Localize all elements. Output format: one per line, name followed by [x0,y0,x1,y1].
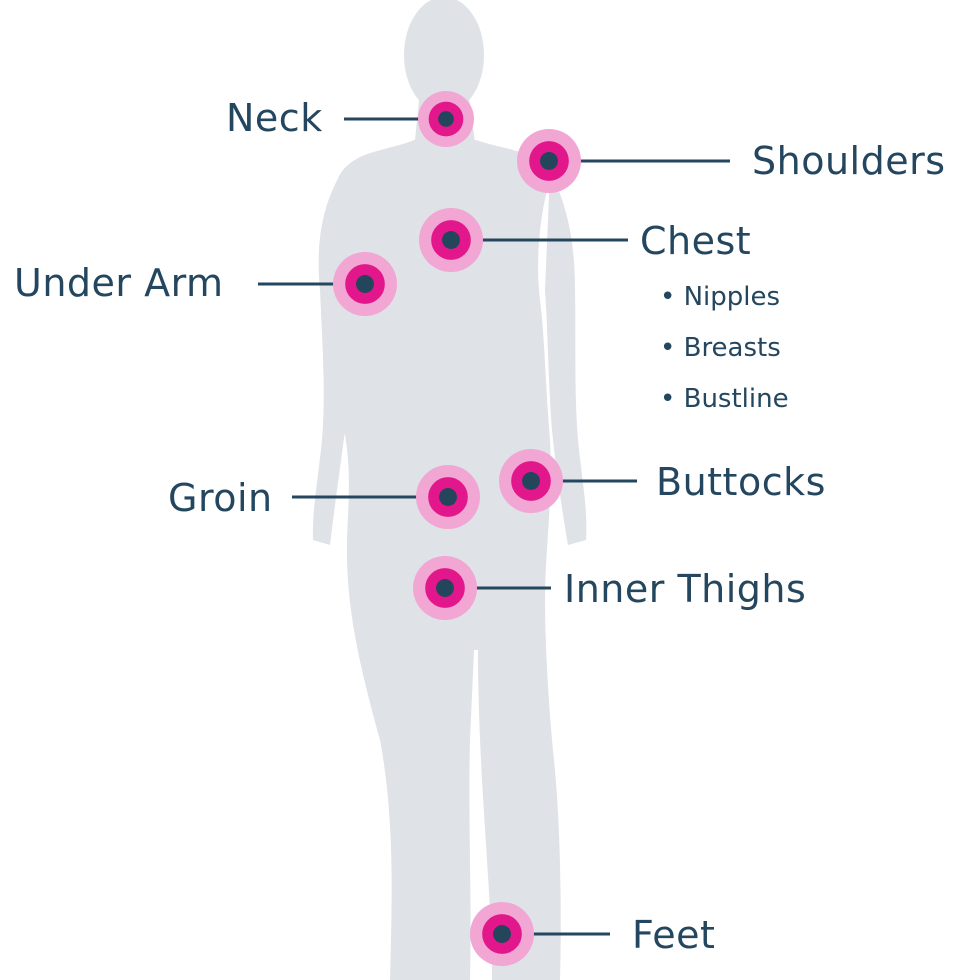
marker-chest-ring-2 [442,231,460,249]
marker-neck-ring-2 [438,111,454,127]
marker-shoulders [517,129,581,193]
label-shoulders: Shoulders [752,139,946,183]
chest-item-breasts: • Breasts [660,333,781,363]
label-groin: Groin [168,476,273,520]
marker-inner-thighs [413,556,477,620]
marker-shoulders-ring-2 [540,152,558,170]
label-chest: Chest [640,219,752,263]
chest-item-nipples: • Nipples [660,282,781,312]
body-area-markers [333,91,581,966]
silhouette-left-arm [312,175,350,545]
marker-feet [470,902,534,966]
marker-groin [416,465,480,529]
marker-chest [419,208,483,272]
marker-under-arm-ring-2 [356,275,374,293]
label-under-arm: Under Arm [14,261,224,305]
label-inner-thighs: Inner Thighs [564,567,807,611]
label-buttocks: Buttocks [656,460,826,504]
marker-inner-thighs-ring-2 [436,579,454,597]
marker-feet-ring-2 [493,925,511,943]
marker-under-arm [333,252,397,316]
chest-item-bustline: • Bustline [660,384,789,414]
marker-buttocks [499,449,563,513]
marker-groin-ring-2 [439,488,457,506]
marker-buttocks-ring-2 [522,472,540,490]
silhouette-head [404,0,484,113]
silhouette-right-arm [545,172,587,545]
label-neck: Neck [226,96,323,140]
label-feet: Feet [632,913,716,957]
marker-neck [418,91,474,147]
